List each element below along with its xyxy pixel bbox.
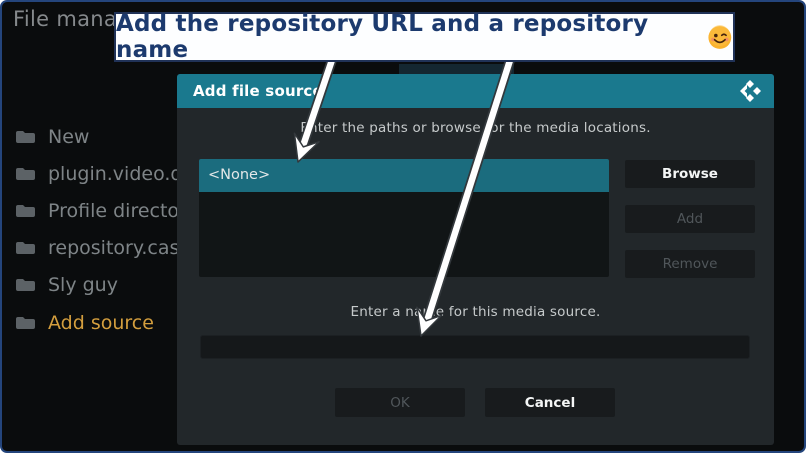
remove-button[interactable]: Remove	[625, 250, 755, 278]
media-source-name-input[interactable]	[200, 335, 750, 359]
add-button[interactable]: Add	[625, 205, 755, 233]
sidebar-item-new[interactable]: New	[15, 123, 89, 151]
annotation-callout: Add the repository URL and a repository …	[114, 11, 735, 63]
paths-instruction: Enter the paths or browse for the media …	[300, 120, 651, 136]
cancel-button[interactable]: Cancel	[485, 388, 615, 417]
sidebar-item-label: New	[48, 126, 90, 148]
sidebar-item-profile-directory[interactable]: Profile directory	[15, 197, 198, 225]
annotation-text: Add the repository URL and a repository …	[116, 11, 649, 63]
folder-icon	[16, 168, 35, 180]
path-list[interactable]: <None>	[199, 159, 609, 277]
name-instruction: Enter a name for this media source.	[350, 304, 601, 320]
folder-icon	[16, 242, 35, 254]
dialog-header: Add file source	[177, 74, 774, 108]
kodi-logo-icon	[740, 80, 761, 102]
sidebar-item-label: Add source	[48, 312, 154, 334]
sidebar-item-label: Profile directory	[48, 200, 199, 222]
file-manager-sidebar: New plugin.video.dazn Profile directory …	[2, 2, 247, 451]
ok-button[interactable]: OK	[335, 388, 465, 417]
sidebar-item-label: plugin.video.dazn	[48, 163, 217, 185]
winking-face-emoji	[708, 24, 732, 49]
folder-icon	[16, 131, 35, 143]
background-topbar-fragment	[399, 64, 514, 74]
folder-icon	[16, 317, 35, 329]
path-list-item-none[interactable]: <None>	[199, 159, 609, 192]
browse-button[interactable]: Browse	[625, 160, 755, 188]
sidebar-item-plugin-video-dazn[interactable]: plugin.video.dazn	[15, 160, 216, 188]
folder-icon	[16, 279, 35, 291]
folder-icon	[16, 205, 35, 217]
dialog-title: Add file source	[193, 82, 323, 100]
sidebar-item-add-source[interactable]: Add source	[15, 309, 154, 337]
sidebar-item-sly-guy[interactable]: Sly guy	[15, 271, 118, 299]
sidebar-item-label: Sly guy	[48, 274, 118, 296]
add-file-source-dialog: Add file source Enter the paths or brows…	[177, 74, 774, 445]
